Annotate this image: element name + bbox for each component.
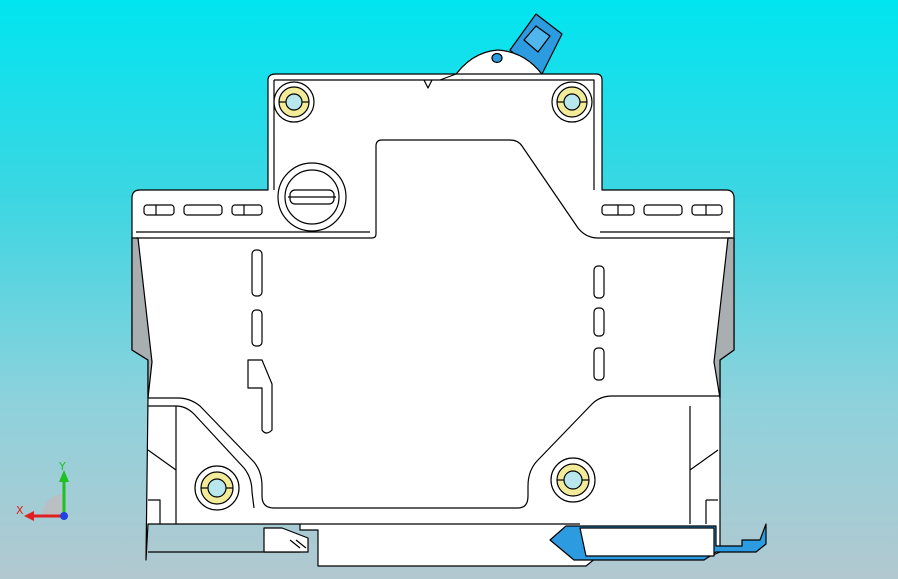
top-inner-edge	[274, 79, 595, 190]
screw-bottom-right[interactable]	[550, 457, 596, 503]
coordinate-triad-icon: Y X	[16, 460, 69, 521]
upper-band-line	[136, 139, 732, 239]
din-rail-clip[interactable]	[549, 523, 767, 561]
toggle-housing-dome	[451, 49, 547, 81]
screw-top-left[interactable]	[273, 81, 315, 123]
screw-bottom-left[interactable]	[194, 465, 240, 511]
toggle-pivot-hole	[491, 52, 503, 64]
adjustment-knob[interactable]	[277, 162, 347, 232]
screw-top-right[interactable]	[551, 81, 593, 123]
y-axis-label: Y	[58, 460, 66, 473]
vent-slots-right	[601, 204, 723, 216]
x-axis-label: X	[16, 504, 24, 517]
lower-terminal-pocket	[148, 395, 720, 509]
vent-slots-left	[143, 204, 263, 216]
